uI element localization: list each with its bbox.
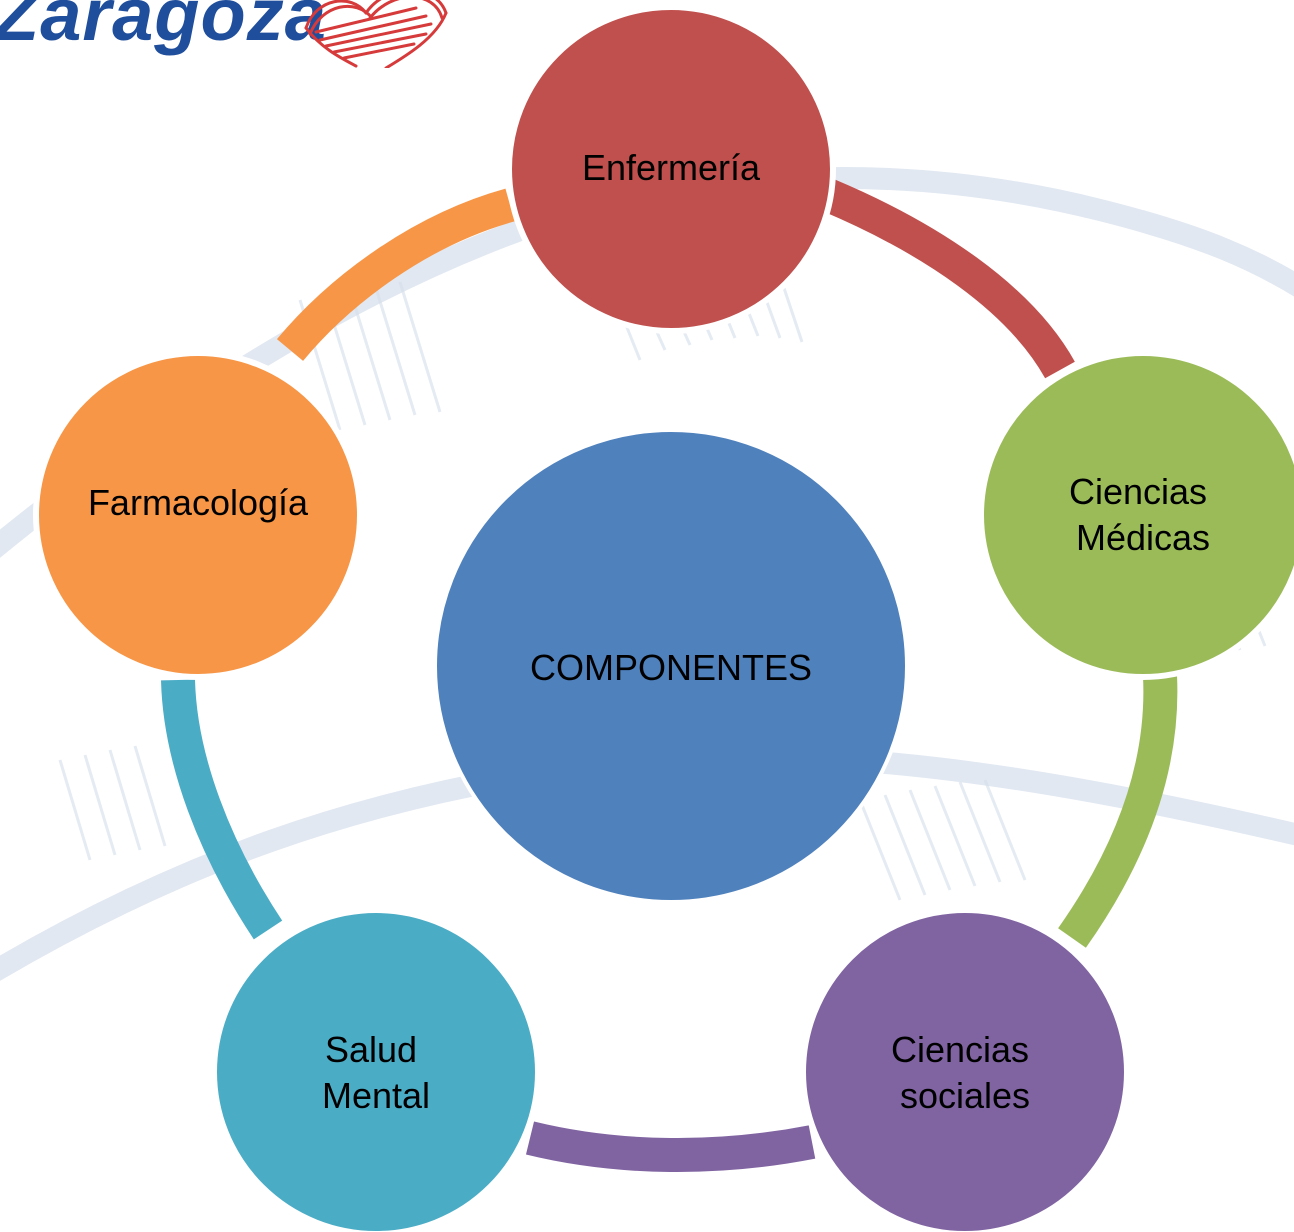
svg-text:Ciencias sociales: Ciencias sociales <box>891 1029 1039 1116</box>
node-salud-mental: Salud Mental <box>211 907 541 1232</box>
node-enfermeria: Enfermería <box>506 4 836 334</box>
heart-logo-icon <box>304 0 448 68</box>
connector-ciencias-sociales-to-salud-mental <box>525 1121 816 1173</box>
node-label-ciencias-medicas-line2: Médicas <box>1076 517 1210 558</box>
node-label-enfermeria: Enfermería <box>582 147 761 188</box>
node-ciencias-sociales: Ciencias sociales <box>800 907 1130 1232</box>
node-label-ciencias-medicas-line1: Ciencias <box>1069 471 1207 512</box>
connector-salud-mental-to-farmacologia <box>161 679 283 940</box>
node-label-ciencias-sociales-line2: sociales <box>900 1075 1030 1116</box>
center-node: COMPONENTES <box>433 428 909 904</box>
node-ciencias-medicas: Ciencias Médicas <box>978 350 1294 680</box>
svg-text:Salud Mental: Salud Mental <box>322 1029 430 1116</box>
svg-text:Ciencias Médicas: Ciencias Médicas <box>1069 471 1217 558</box>
node-label-salud-mental-line2: Mental <box>322 1075 430 1116</box>
node-farmacologia: Farmacología <box>33 350 363 680</box>
connector-enfermeria-to-ciencias-medicas <box>821 179 1075 379</box>
connector-ciencias-medicas-to-ciencias-sociales <box>1058 675 1178 948</box>
center-node-label: COMPONENTES <box>530 647 812 688</box>
connector-farmacologia-to-enfermeria <box>276 188 515 361</box>
node-label-ciencias-sociales-line1: Ciencias <box>891 1029 1029 1070</box>
node-label-farmacologia: Farmacología <box>88 482 309 523</box>
logo-wordmark: Zaragoza <box>0 0 327 56</box>
node-label-salud-mental-line1: Salud <box>325 1029 417 1070</box>
